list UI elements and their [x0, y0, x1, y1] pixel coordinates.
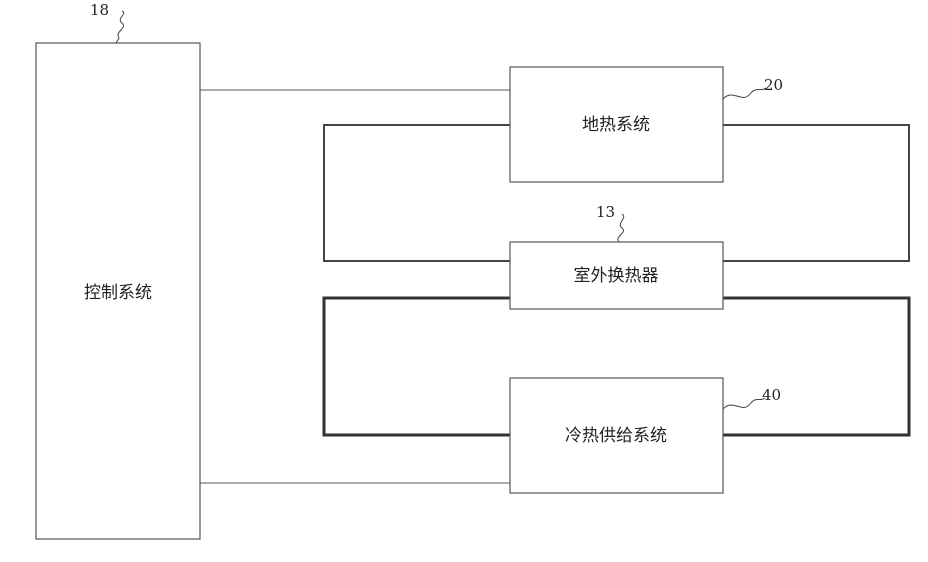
upper-loop-left-pipe	[324, 125, 510, 261]
geothermal-system-label: 地热系统	[582, 115, 650, 135]
cooling-heating-supply-label: 冷热供给系统	[565, 426, 667, 446]
control-system-label: 控制系统	[84, 283, 152, 303]
upper-loop-right-pipe	[723, 125, 909, 261]
ref-20-label: 20	[764, 76, 783, 94]
lower-loop-left-pipe	[324, 298, 510, 435]
ref-40-callout: 40	[723, 386, 781, 409]
control-system-block: 控制系统	[36, 43, 200, 539]
ref-20-callout: 20	[723, 76, 783, 99]
ref-13-label: 13	[596, 203, 615, 221]
ref-18-label: 18	[90, 1, 109, 19]
ref-18-leader	[116, 11, 124, 43]
outdoor-heat-exchanger-block: 室外换热器	[510, 242, 723, 309]
ref-18-callout: 18	[90, 1, 124, 43]
ref-13-leader	[618, 214, 624, 242]
ref-20-leader	[723, 88, 766, 99]
outdoor-heat-exchanger-label: 室外换热器	[574, 266, 659, 286]
cooling-heating-supply-block: 冷热供给系统	[510, 378, 723, 493]
geothermal-system-block: 地热系统	[510, 67, 723, 182]
ref-40-leader	[723, 398, 765, 409]
ref-40-label: 40	[762, 386, 781, 404]
ref-13-callout: 13	[596, 203, 624, 242]
lower-loop-right-pipe	[723, 298, 909, 435]
